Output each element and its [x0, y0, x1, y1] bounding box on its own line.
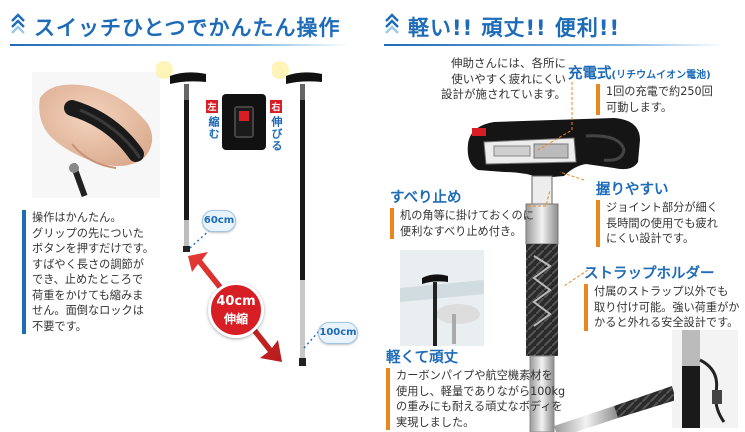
chevron-up-icon	[11, 13, 25, 34]
range-value: 40cm	[216, 294, 256, 309]
right-header-line	[384, 44, 724, 46]
callout-lines	[189, 227, 321, 349]
right-panel: 軽い!! 頑丈!! 便利!! 伸助さんには、各所に 使いやすく疲れにくい 設計が…	[378, 0, 745, 432]
switch-button	[234, 106, 254, 138]
nonslip-photo	[400, 250, 484, 346]
cane-short	[155, 58, 216, 268]
shrink-label: 縮む	[207, 116, 220, 140]
cane-cutaway-illustration	[464, 106, 644, 432]
feature-strap-text: 付属のストラップ以外でも 取り付け可能。強い荷重がか かると外れる安全設計です。	[584, 284, 742, 331]
left-panel: スイッチひとつでかんたん操作 操作はかんたん。 グリップの先についた ボタンを押…	[0, 0, 372, 432]
length-60cm-badge: 60cm	[202, 210, 236, 232]
left-header-title: スイッチひとつでかんたん操作	[34, 16, 341, 40]
length-60cm-value: 60cm	[203, 215, 235, 226]
right-direction-tag: 右	[270, 100, 282, 113]
length-100cm-value: 100cm	[319, 327, 357, 338]
feature-charge-text: 1回の充電で約250回 可動します。	[596, 84, 736, 115]
feature-grip-text: ジョイント部分が細く 長時間の使用でも疲れ にくい設計です。	[596, 200, 736, 247]
intro-text: 伸助さんには、各所に 使いやすく疲れにくい 設計が施されています。	[440, 56, 566, 101]
feature-sturdy-text: カーボンパイプや航空機素材を 使用し、軽量でありながら100kg の重みにも耐え…	[386, 368, 576, 430]
chevron-up-icon	[385, 13, 399, 34]
length-100cm-badge: 100cm	[318, 322, 358, 344]
feature-charge: 充電式(リチウムイオン電池)	[568, 62, 711, 83]
feature-callout-lines	[528, 82, 589, 287]
hand-grip-photo	[32, 72, 160, 198]
cane-long	[271, 58, 332, 370]
operation-description: 操作はかんたん。 グリップの先についた ボタンを押すだけです。 すばやく長さの調…	[22, 210, 172, 334]
grip-closeup	[222, 94, 266, 150]
feature-charge-title: 充電式	[568, 66, 612, 82]
left-direction-tag: 左	[206, 100, 218, 113]
feature-nonslip-text: 机の角等に掛けておくのに 便利なすべり止め付き。	[390, 208, 546, 239]
feature-charge-subtitle: (リチウムイオン電池)	[611, 70, 711, 81]
feature-sturdy-title: 軽くて頑丈	[386, 350, 459, 366]
range-label: 伸縮	[223, 312, 248, 326]
left-header-line	[10, 44, 350, 46]
right-header-title: 軽い!! 頑丈!! 便利!!	[408, 16, 621, 40]
feature-nonslip-title: すべり止め	[390, 190, 462, 206]
range-badge: 40cm 伸縮	[208, 282, 264, 338]
strap-photo	[672, 330, 738, 428]
extend-label: 伸びる	[270, 116, 283, 152]
feature-grip-title: 握りやすい	[596, 182, 669, 198]
feature-strap-title: ストラップホルダー	[584, 266, 715, 282]
carbon-tube-photo	[554, 378, 674, 432]
